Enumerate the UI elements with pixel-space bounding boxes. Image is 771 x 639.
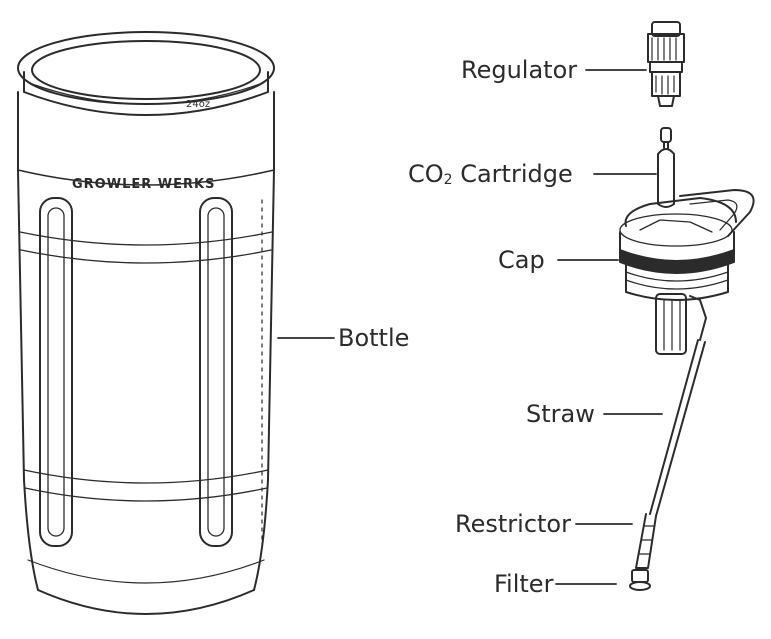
straw-label: Straw [526,400,595,428]
bottle-illustration [17,31,275,615]
co2-cartridge-illustration [657,127,675,208]
cap-illustration [619,189,755,355]
restrictor-label: Restrictor [455,510,571,538]
bottle-brand-text: GROWLER WERKS [72,177,215,192]
capacity-mark-text: 24oz [186,99,210,110]
co2-label-suffix: Cartridge [452,160,573,188]
bottle-label: Bottle [338,324,410,352]
leader-lines [277,69,663,585]
regulator-label: Regulator [461,56,578,84]
filter-illustration [629,569,651,591]
co2-cartridge-label: CO2 Cartridge [408,162,573,187]
restrictor-illustration [635,513,657,569]
co2-label-prefix: CO [408,160,444,188]
cap-label: Cap [498,246,545,274]
co2-label-subscript: 2 [443,172,453,188]
straw-illustration [649,339,706,517]
filter-label: Filter [494,570,554,598]
regulator-illustration [647,21,685,107]
